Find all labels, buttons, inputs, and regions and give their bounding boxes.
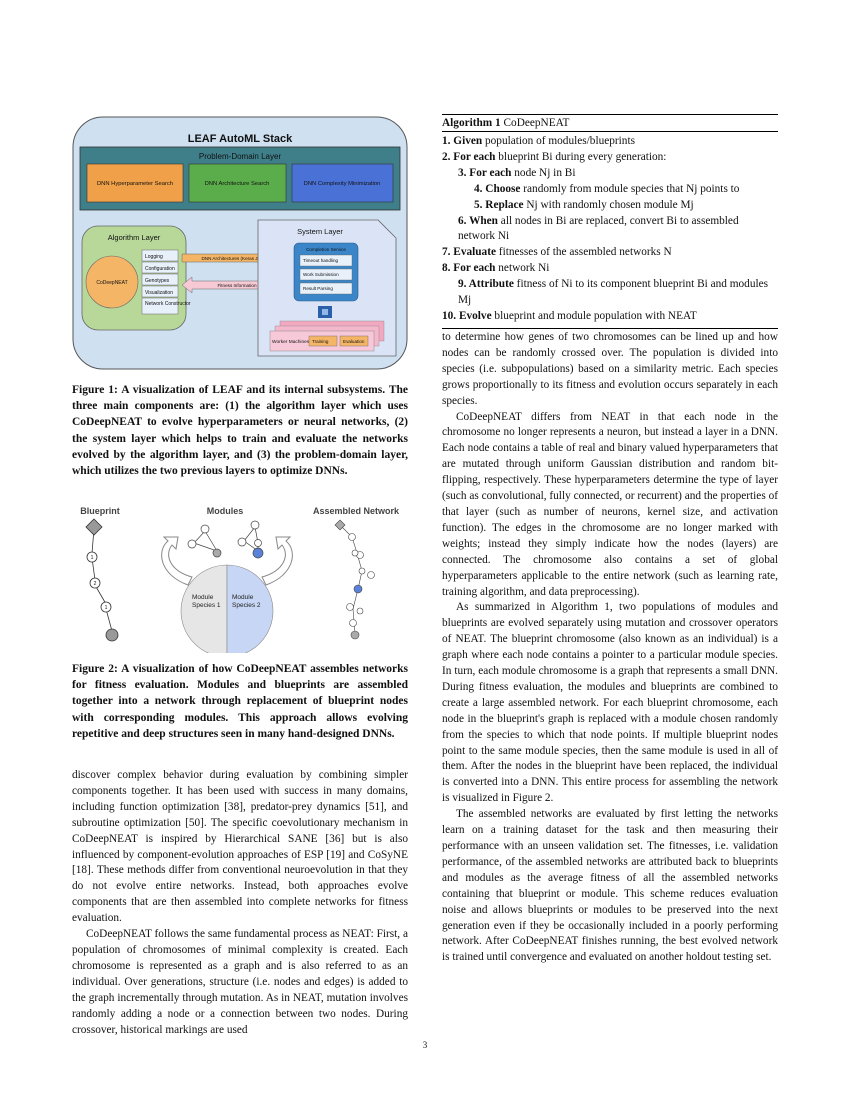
fig2-assembled-graph: [334, 519, 375, 640]
fig1-codeepneat: CoDeepNEAT: [96, 280, 127, 286]
fig1-module-network-constructor: Network Constructor: [145, 301, 191, 307]
fig1-problem-box-2: DNN Architecture Search: [205, 181, 270, 187]
algorithm-line: 3. For each node Nj in Bi: [458, 166, 576, 179]
left-paragraph-1: discover complex behavior during evaluat…: [72, 769, 408, 925]
algorithm-line: 2. For each blueprint Bi during every ge…: [442, 150, 667, 163]
algorithm-line: 10. Evolve blueprint and module populati…: [442, 309, 697, 322]
algorithm-line: 5. Replace Nj with randomly chosen modul…: [474, 198, 694, 211]
figure-1-caption: Figure 1: A visualization of LEAF and it…: [72, 384, 408, 478]
right-paragraph-2: CoDeepNEAT differs from NEAT in that eac…: [442, 410, 778, 598]
fig2-blueprint-graph: [85, 518, 119, 642]
fig1-timeout-handling: Timeout handling: [303, 258, 339, 263]
fig2-bp-node-2: 2: [94, 581, 97, 587]
fig2-module-graph-1: [187, 524, 222, 558]
algorithm-title: CoDeepNEAT: [500, 117, 570, 129]
fig1-work-submission: Work Submission: [303, 272, 339, 277]
right-paragraph-4: The assembled networks are evaluated by …: [442, 808, 778, 964]
fig1-module-logging: Logging: [145, 254, 163, 260]
fig2-species-1-line2: Species 1: [192, 602, 221, 609]
page-number: 3: [422, 1040, 428, 1050]
fig1-worker-machines: Worker Machines: [272, 339, 310, 345]
figure-2-caption: Figure 2: A visualization of how CoDeepN…: [72, 663, 408, 740]
algorithm-lines: 1. Given population of modules/blueprint…: [442, 132, 778, 329]
fig1-problem-layer-label: Problem-Domain Layer: [199, 152, 282, 161]
algorithm-line: 7. Evaluate fitnesses of the assembled n…: [442, 246, 672, 259]
fig1-evaluation: Evaluation: [343, 339, 365, 344]
algorithm-1-box: Algorithm 1 CoDeepNEAT 1. Given populati…: [442, 114, 778, 329]
fig2-species-1-line1: Module: [192, 594, 214, 601]
algorithm-line: 6. When all nodes in Bi are replaced, co…: [458, 214, 739, 243]
fig1-algorithm-layer-label: Algorithm Layer: [108, 233, 161, 242]
right-paragraph-3: As summarized in Algorithm 1, two popula…: [442, 601, 778, 805]
algorithm-title-bold: Algorithm 1: [442, 117, 501, 129]
fig1-completion-service: Completion Service: [306, 247, 346, 252]
fig1-training: Training: [312, 339, 329, 344]
algorithm-line: 8. For each network Ni: [442, 262, 550, 275]
fig2-label-blueprint: Blueprint: [80, 506, 120, 516]
figure-2-codeepneat-assembly: Blueprint Modules Assembled Network 1 2 …: [80, 506, 400, 653]
fig1-title: LEAF AutoML Stack: [188, 133, 293, 145]
fig1-module-visualization: Visualization: [145, 290, 173, 296]
fig2-label-assembled: Assembled Network: [313, 506, 400, 516]
fig2-bp-node-3: 1: [105, 605, 108, 611]
studio-ml-logo-icon: [318, 306, 332, 318]
fig2-species-2-line1: Module: [232, 594, 254, 601]
fig1-arrow-fitness: Fitness Information: [217, 283, 257, 288]
fig1-problem-box-1: DNN Hyperparameter Search: [97, 181, 173, 187]
fig1-result-parsing: Result Parsing: [303, 286, 333, 291]
fig2-right-curved-arrow-icon: [261, 536, 293, 586]
algorithm-line: 9. Attribute fitness of Ni to its compon…: [458, 278, 769, 307]
fig2-bp-node-1: 1: [91, 555, 94, 561]
fig2-label-modules: Modules: [207, 506, 244, 516]
algorithm-line: 1. Given population of modules/blueprint…: [442, 135, 635, 147]
fig1-arrow-architectures: DNN Architectures (Keras Json): [201, 256, 267, 261]
fig2-species-2-line2: Species 2: [232, 602, 261, 609]
fig2-module-graph-2: [237, 520, 264, 559]
fig1-module-genotypes: Genotypes: [145, 278, 170, 284]
fig1-system-layer-label: System Layer: [297, 227, 343, 236]
algorithm-line: 4. Choose randomly from module species t…: [474, 182, 740, 195]
right-paragraph-1: to determine how genes of two chromosome…: [442, 331, 778, 407]
fig2-left-curved-arrow-icon: [161, 536, 193, 586]
left-paragraph-2: CoDeepNEAT follows the same fundamental …: [72, 928, 408, 1036]
fig1-module-configuration: Configuration: [145, 266, 175, 272]
figure-1-leaf-stack: LEAF AutoML Stack Problem-Domain Layer D…: [72, 116, 408, 370]
fig1-problem-box-3: DNN Complexity Minimization: [304, 181, 381, 187]
